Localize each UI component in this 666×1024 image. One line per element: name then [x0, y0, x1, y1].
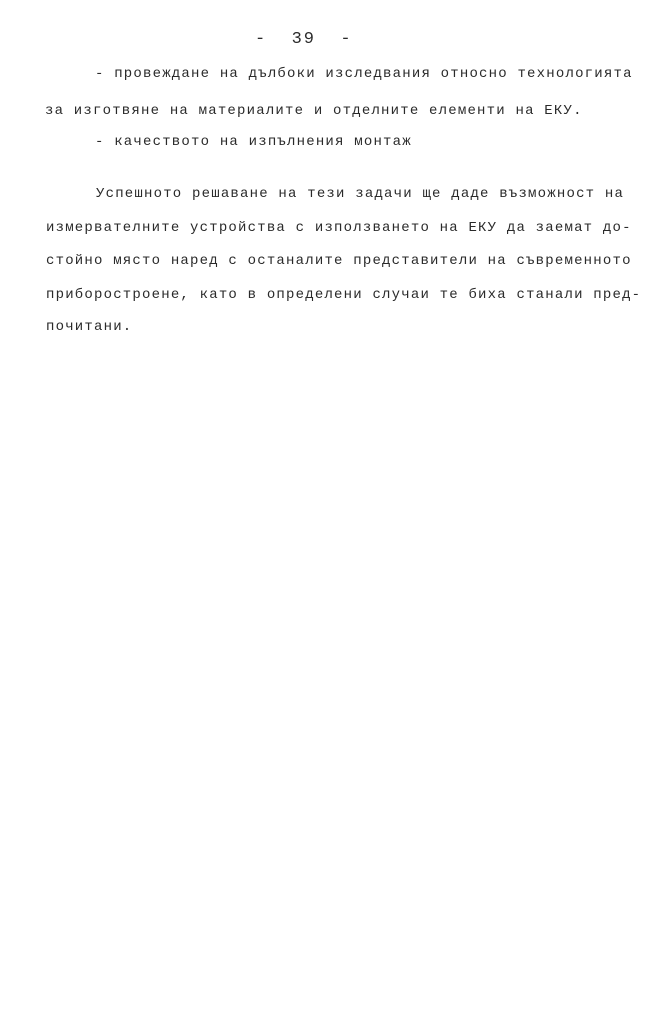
paragraph-line: почитани. [46, 319, 133, 335]
paragraph-line: измервателните устройства с използването… [46, 220, 632, 236]
list-item-line: - провеждане на дълбоки изследвания отно… [95, 66, 633, 82]
list-item-line: за изготвяне на материалите и отделните … [45, 103, 583, 119]
page-number: - 39 - [255, 30, 353, 49]
paragraph-line: Успешното решаване на тези задачи ще дад… [96, 186, 625, 202]
paragraph-line: стойно място наред с останалите представ… [46, 253, 632, 269]
paragraph-line: приборостроене, като в определени случаи… [46, 287, 642, 303]
list-item-line: - качеството на изпълнения монтаж [95, 134, 412, 150]
